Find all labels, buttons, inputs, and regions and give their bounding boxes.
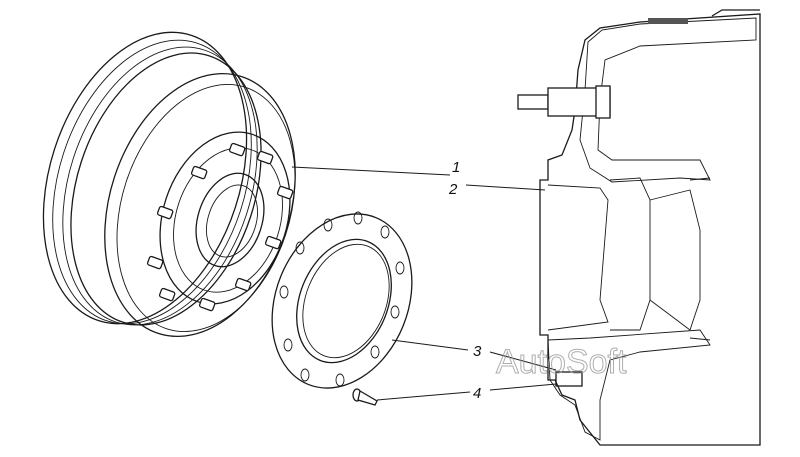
retaining-ring bbox=[271, 211, 413, 389]
ring-bolt-holes bbox=[279, 211, 405, 387]
wheel-studs bbox=[146, 142, 294, 312]
callout-2: 2 bbox=[448, 181, 458, 198]
leader-lines bbox=[291, 166, 557, 401]
hub-top-bolt bbox=[517, 85, 611, 119]
watermark: AutoSoft bbox=[496, 343, 627, 381]
callout-1: 1 bbox=[452, 159, 460, 176]
countersunk-screw bbox=[352, 388, 378, 406]
brake-drum bbox=[42, 31, 296, 338]
callout-4: 4 bbox=[473, 385, 481, 402]
hub-section bbox=[517, 9, 761, 446]
callout-3: 3 bbox=[473, 343, 482, 360]
